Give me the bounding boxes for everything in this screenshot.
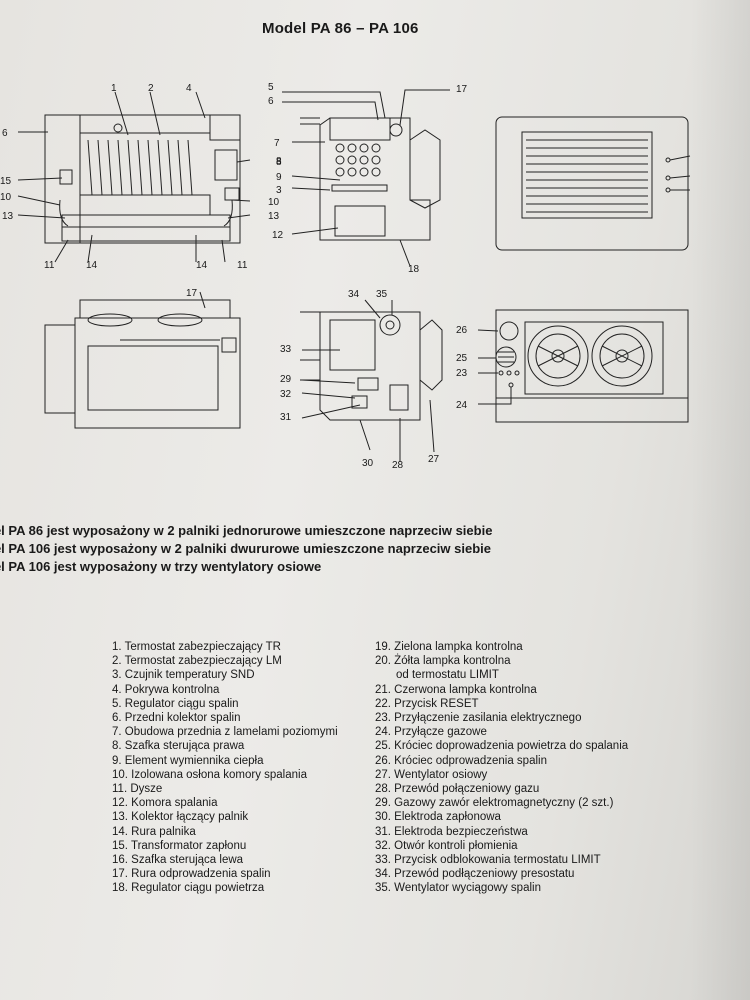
- technical-drawings: 1 2 4 6 15 10 13 11 14 14 11 13 10 8: [0, 82, 691, 471]
- legend-item: 8. Szafka sterująca prawa: [112, 740, 245, 753]
- legend-item: 3. Czujnik temperatury SND: [112, 669, 255, 682]
- legend-item: 17. Rura odprowadzenia spalin: [112, 868, 271, 881]
- back-view-drawing: [44, 291, 241, 429]
- note-line: del PA 106 jest wyposażony w 2 palniki d…: [0, 541, 491, 556]
- legend-item: 9. Element wymiennika ciepła: [112, 754, 264, 767]
- callout-label: 1: [111, 83, 117, 94]
- legend-item: 35. Wentylator wyciągowy spalin: [375, 882, 541, 895]
- callout-label: 9: [276, 172, 282, 183]
- callout-label: 5: [268, 82, 274, 93]
- legend-item: 12. Komora spalania: [112, 797, 218, 810]
- legend-item: 19. Zielona lampka kontrolna: [375, 641, 523, 653]
- callout-label: 29: [280, 374, 292, 385]
- callout-label: 2: [148, 83, 154, 94]
- page-edge-shadow: [690, 0, 750, 1000]
- front-view-labels: 1 2 4 6 15 10 13 11 14 14 11 13 10 8: [0, 83, 282, 271]
- legend-item: 22. Przycisk RESET: [375, 697, 479, 710]
- callout-label: 17: [186, 288, 198, 299]
- side-view-2-drawing: [300, 299, 443, 462]
- legend-item: 26. Króciec odprowadzenia spalin: [375, 754, 547, 767]
- legend-item: 14. Rura palnika: [112, 825, 196, 838]
- legend-item: 5. Regulator ciągu spalin: [112, 697, 239, 710]
- callout-label: 35: [376, 289, 388, 300]
- legend-item: 23. Przyłączenie zasilania elektrycznego: [375, 712, 582, 725]
- legend-left-column: 1. Termostat zabezpieczający TR 2. Termo…: [112, 640, 338, 896]
- callout-label: 10: [268, 197, 280, 208]
- callout-label: 18: [408, 264, 420, 275]
- callout-label: 8: [276, 156, 282, 167]
- callout-label: 14: [86, 260, 98, 271]
- legend-item: 28. Przewód połączeniowy gazu: [375, 783, 540, 796]
- callout-label: 7: [274, 138, 280, 149]
- legend-item: 2. Termostat zabezpieczający LM: [112, 655, 282, 668]
- legend-item: 4. Pokrywa kontrolna: [112, 683, 220, 696]
- legend-right-column: 19. Zielona lampka kontrolna 20. Żółta l…: [375, 640, 628, 896]
- rear-view-labels: 26 25 23 24: [456, 325, 468, 411]
- rear-view-drawing: [477, 309, 689, 423]
- legend-item: 32. Otwór kontroli płomienia: [375, 839, 518, 852]
- callout-label: 15: [0, 176, 12, 187]
- callout-label: 27: [428, 454, 440, 465]
- legend-item: 30. Elektroda zapłonowa: [375, 811, 501, 824]
- legend-item: 25. Króciec doprowadzenia powietrza do s…: [375, 740, 629, 753]
- callout-label: 11: [237, 260, 248, 271]
- legend-item: 10. Izolowana osłona komory spalania: [112, 768, 307, 781]
- legend-item: 31. Elektroda bezpieczeństwa: [375, 825, 528, 838]
- callout-label: 24: [456, 400, 468, 411]
- legend-item: 16. Szafka sterująca lewa: [112, 854, 244, 867]
- callout-label: 31: [280, 412, 292, 423]
- legend-item: 33. Przycisk odblokowania termostatu LIM…: [375, 854, 601, 867]
- callout-label: 17: [456, 84, 468, 95]
- back-view-labels: 17: [186, 288, 198, 299]
- extra-callouts: 8: [276, 157, 282, 168]
- legend-item: 13. Kolektor łączący palnik: [112, 811, 249, 824]
- callout-label: 6: [2, 128, 8, 139]
- callout-label: 4: [186, 83, 192, 94]
- legend-item: 7. Obudowa przednia z lamelami poziomymi: [112, 726, 338, 739]
- callout-label: 11: [44, 260, 55, 271]
- model-notes: del PA 86 jest wyposażony w 2 palniki je…: [0, 522, 492, 576]
- legend-item: 18. Regulator ciągu powietrza: [112, 882, 265, 895]
- exterior-front-drawing: [495, 116, 691, 251]
- callout-label: 13: [2, 211, 14, 222]
- callout-label: 3: [276, 185, 282, 196]
- callout-label: 8: [276, 157, 282, 168]
- note-line: del PA 86 jest wyposażony w 2 palniki je…: [0, 523, 493, 538]
- legend-item: 21. Czerwona lampka kontrolna: [375, 683, 537, 696]
- side-view-2-labels: 34 35 33 29 32 31 30 28 27: [280, 289, 440, 471]
- legend-item: 34. Przewód podłączeniowy presostatu: [375, 868, 575, 881]
- callout-label: 10: [0, 192, 12, 203]
- legend-item: 29. Gazowy zawór elektromagnetyczny (2 s…: [375, 797, 614, 810]
- note-line: del PA 106 jest wyposażony w trzy wentyl…: [0, 559, 322, 574]
- callout-label: 34: [348, 289, 360, 300]
- callout-label: 23: [456, 368, 468, 379]
- callout-label: 12: [272, 230, 284, 241]
- callout-label: 32: [280, 389, 292, 400]
- callout-label: 33: [280, 344, 292, 355]
- callout-label: 13: [268, 211, 280, 222]
- legend-item: 1. Termostat zabezpieczający TR: [112, 641, 281, 653]
- legend-item: 11. Dysze: [112, 783, 163, 796]
- callout-label: 14: [196, 260, 208, 271]
- legend-item: 15. Transformator zapłonu: [112, 839, 247, 852]
- callout-label: 26: [456, 325, 468, 336]
- callout-label: 28: [392, 460, 404, 471]
- callout-label: 30: [362, 458, 374, 469]
- legend-item: 27. Wentylator osiowy: [375, 768, 488, 781]
- side-view-labels: 5 6 17 7 9 3 12 18: [268, 82, 468, 275]
- legend-item: 24. Przyłącze gazowe: [375, 726, 487, 739]
- callout-label: 25: [456, 353, 468, 364]
- front-view-drawing: [17, 91, 251, 263]
- page-title: Model PA 86 – PA 106: [262, 20, 419, 37]
- callout-label: 6: [268, 96, 274, 107]
- legend-item-continuation: od termostatu LIMIT: [396, 669, 499, 682]
- legend-item: 6. Przedni kolektor spalin: [112, 712, 241, 725]
- legend-item: 20. Żółta lampka kontrolna: [375, 655, 511, 668]
- side-view-drawing: [282, 89, 450, 267]
